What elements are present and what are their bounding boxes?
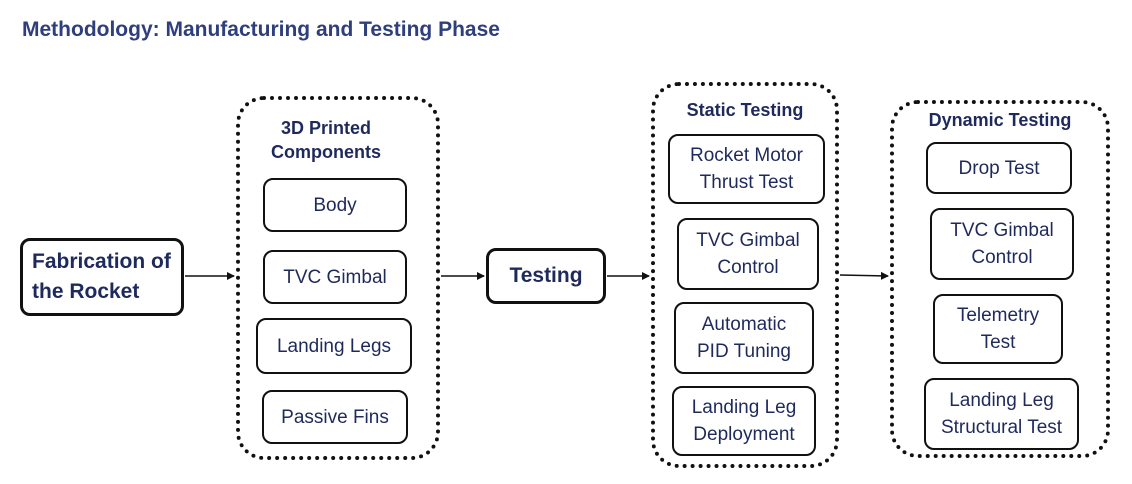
dynamic-testing-group — [890, 100, 1110, 458]
dynamic-item-drop-test: Drop Test — [926, 142, 1072, 194]
testing-node: Testing — [486, 248, 606, 304]
dynamic-testing-title: Dynamic Testing — [928, 110, 1072, 130]
dynamic-item-landing-leg-structural: Landing Leg Structural Test — [924, 378, 1079, 450]
dynamic-item-tvc-gimbal-control: TVC Gimbal Control — [930, 208, 1074, 280]
printed-item-tvc-gimbal: TVC Gimbal — [263, 250, 407, 304]
printed-item-passive-fins: Passive Fins — [262, 390, 408, 444]
static-item-pid-tuning: Automatic PID Tuning — [674, 302, 814, 374]
static-testing-title: Static Testing — [686, 100, 804, 120]
printed-item-body: Body — [263, 178, 407, 232]
printed-components-group — [236, 96, 440, 460]
static-item-motor-thrust: Rocket Motor Thrust Test — [668, 134, 825, 204]
arrow-static-to-dynamic — [839, 271, 889, 280]
static-testing-group — [651, 82, 839, 468]
printed-components-title: 3D Printed Components — [271, 118, 381, 162]
dynamic-item-telemetry-test: Telemetry Test — [933, 294, 1063, 364]
static-item-landing-leg-deployment: Landing Leg Deployment — [672, 386, 816, 456]
printed-item-landing-legs: Landing Legs — [256, 318, 412, 374]
fabrication-node: Fabrication of the Rocket — [20, 238, 184, 316]
page-title: Methodology: Manufacturing and Testing P… — [22, 18, 500, 41]
static-item-tvc-gimbal-control: TVC Gimbal Control — [677, 218, 819, 290]
